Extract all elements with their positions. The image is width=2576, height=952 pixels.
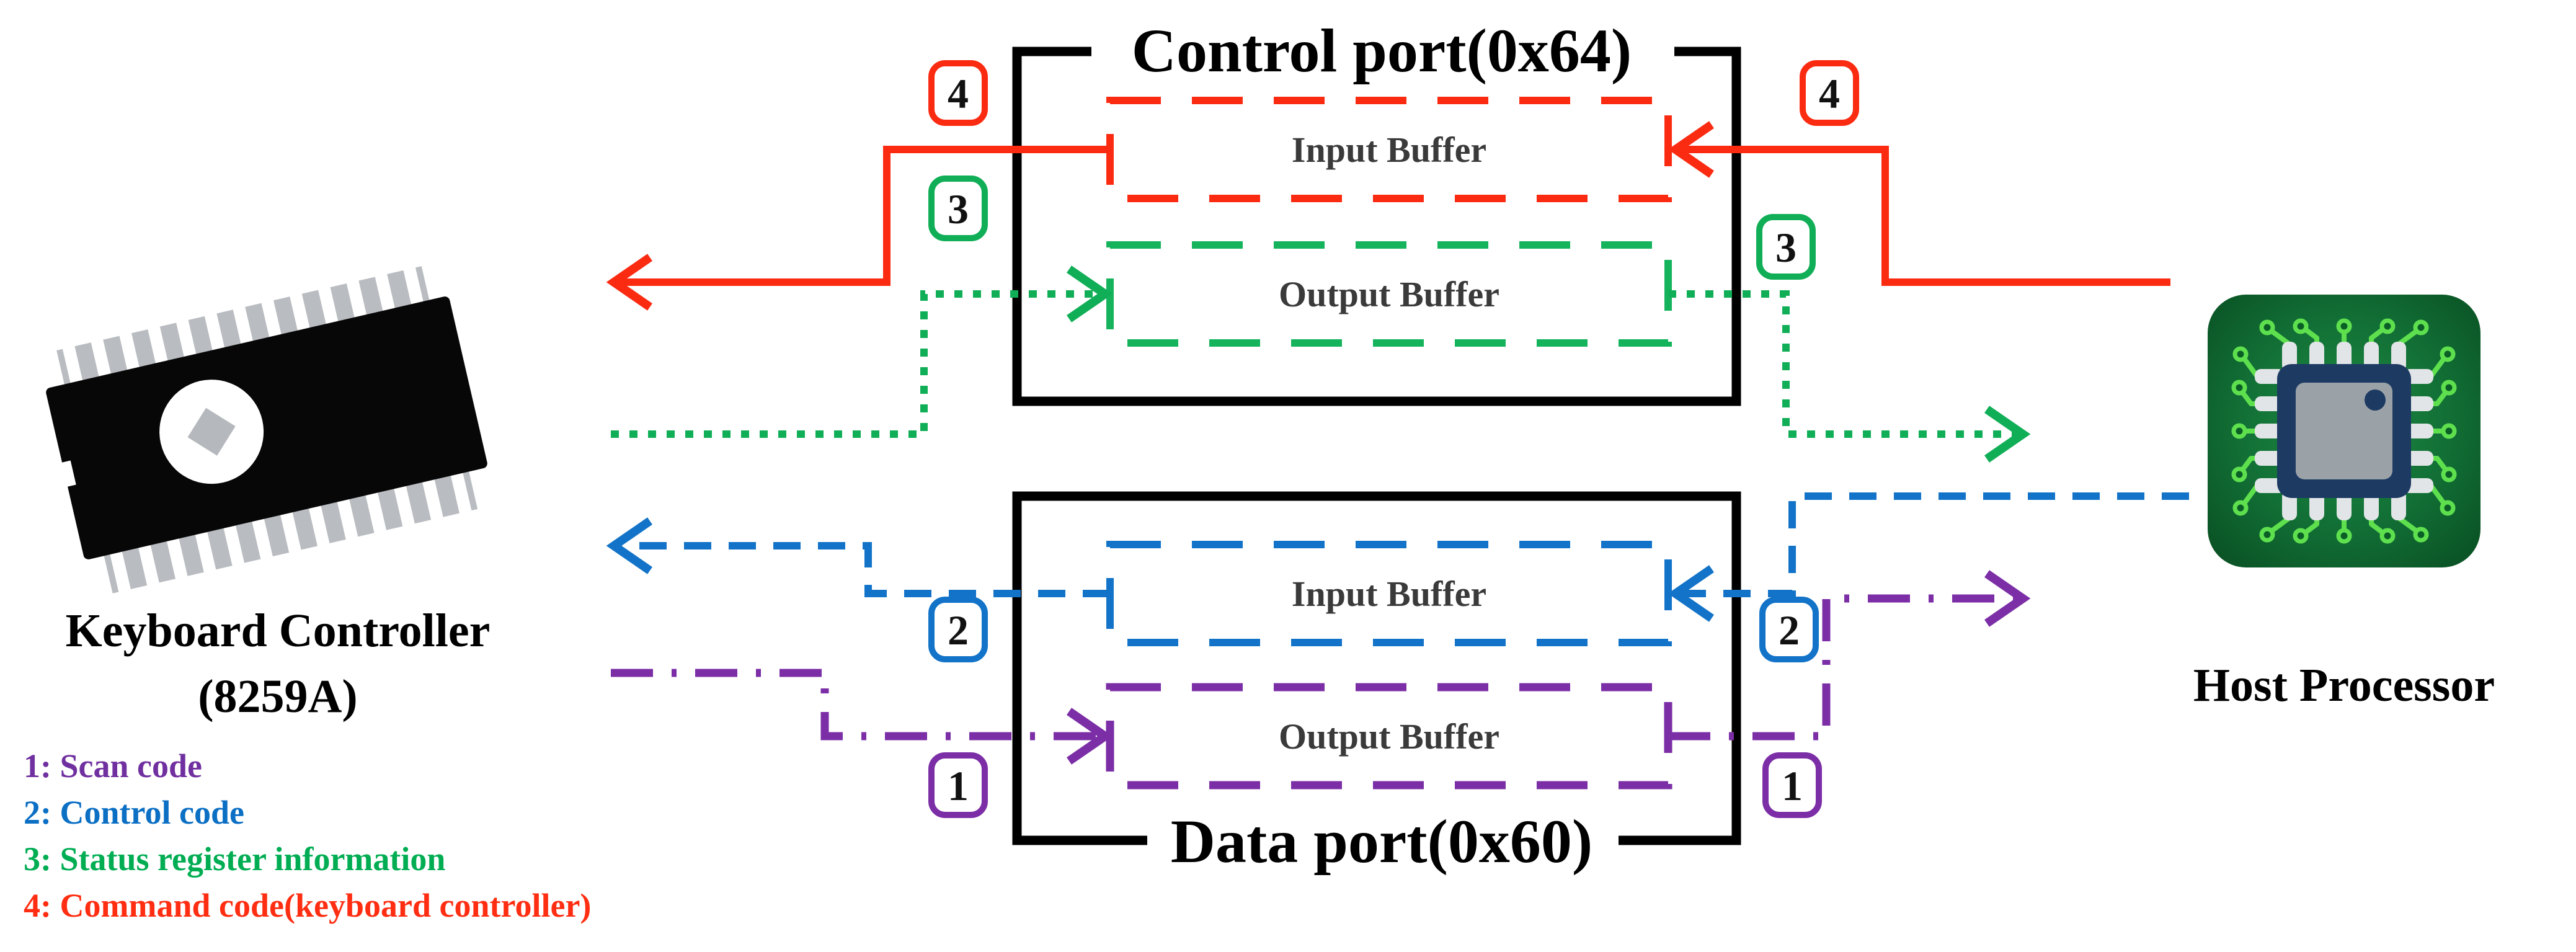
badge-frame <box>928 597 988 662</box>
keyboard-controller-label: Keyboard Controller <box>66 605 491 657</box>
keyboard-controller: Keyboard Controller (8259A) <box>46 266 491 723</box>
badges: 4 3 2 1 4 3 2 1 <box>928 60 1859 818</box>
badge-frame <box>1756 214 1816 280</box>
chip-pins-bottom <box>103 469 478 594</box>
control-output-buffer-label: Output Buffer <box>1279 274 1499 314</box>
data-input-buffer-label: Input Buffer <box>1292 574 1486 614</box>
badge-number: 4 <box>948 70 969 117</box>
command-code-line-right <box>1683 146 2170 286</box>
badge-1-right: 1 <box>1762 752 1822 818</box>
badge-2-right: 2 <box>1759 597 1819 662</box>
badge-1-left: 1 <box>928 752 988 818</box>
cpu-chip-icon <box>2208 295 2481 567</box>
chip-notch <box>61 460 76 487</box>
legend-item-scan-code: 1: Scan code <box>24 747 202 785</box>
badge-frame <box>928 176 988 241</box>
legend: 1: Scan code 2: Control code 3: Status r… <box>24 747 591 924</box>
badge-number: 2 <box>948 607 969 654</box>
scan-line-right <box>1668 594 2015 741</box>
badge-number: 4 <box>1819 70 1840 117</box>
badge-number: 3 <box>948 185 969 233</box>
arrowhead-left-icon <box>1668 565 1714 622</box>
badge-frame <box>1800 60 1859 126</box>
control-code-line-right <box>1683 492 2189 597</box>
status-register-flow <box>611 265 2031 463</box>
control-port-title: Control port(0x64) <box>1132 16 1632 85</box>
badge-4-right: 4 <box>1800 60 1859 126</box>
chip-pins-top <box>56 266 430 388</box>
badge-2-left: 2 <box>928 597 988 662</box>
legend-item-command-code: 4: Command code(keyboard controller) <box>24 887 591 924</box>
badge-3-left: 3 <box>928 176 988 241</box>
badge-frame <box>1762 752 1822 818</box>
scan-code-flow <box>611 570 2031 765</box>
arrowhead-left-icon <box>606 254 652 311</box>
chip-body <box>46 296 487 559</box>
badge-frame <box>928 752 988 818</box>
data-port-title-mask <box>1147 801 1619 881</box>
legend-item-control-code: 2: Control code <box>24 794 244 831</box>
control-code-flow <box>606 492 2189 622</box>
arrowhead-right-icon <box>1984 406 2031 463</box>
status-line-right <box>1668 290 2015 438</box>
badge-number: 3 <box>1775 224 1797 271</box>
arrowhead-right-icon <box>1984 570 2031 627</box>
arrowhead-left-icon <box>606 517 652 574</box>
badge-frame <box>928 60 988 126</box>
badge-3-right: 3 <box>1756 214 1816 280</box>
arrowhead-right-icon <box>1067 708 1113 765</box>
control-code-line-left <box>621 542 1110 597</box>
host-processor: Host Processor <box>2193 295 2495 711</box>
arrowhead-left-icon <box>1668 121 1714 178</box>
badge-4-left: 4 <box>928 60 988 126</box>
control-port-section: Control port(0x64) Input Buffer Output B… <box>1012 11 1741 406</box>
dip-chip-icon <box>46 266 487 594</box>
cpu-die-dot <box>2365 389 2386 411</box>
scan-line-left <box>611 669 1098 741</box>
status-line-left <box>611 290 1098 438</box>
data-output-buffer-label: Output Buffer <box>1279 716 1499 757</box>
badge-frame <box>1759 597 1819 662</box>
arrowhead-right-icon <box>1067 265 1113 323</box>
command-code-flow <box>606 121 2170 311</box>
keyboard-controller-part: (8259A) <box>198 670 358 723</box>
badge-number: 1 <box>1782 762 1803 809</box>
legend-item-status-register: 3: Status register information <box>24 840 445 878</box>
host-processor-label: Host Processor <box>2193 659 2495 711</box>
data-port-title: Data port(0x60) <box>1171 807 1592 876</box>
command-code-line-left <box>621 146 1110 286</box>
control-port-title-mask <box>1091 11 1674 92</box>
chip-die <box>187 407 236 456</box>
badge-number: 1 <box>948 762 969 809</box>
badge-number: 2 <box>1779 607 1800 654</box>
control-input-buffer-label: Input Buffer <box>1292 130 1486 170</box>
data-port-section: Data port(0x60) Input Buffer Output Buff… <box>1012 491 1741 881</box>
